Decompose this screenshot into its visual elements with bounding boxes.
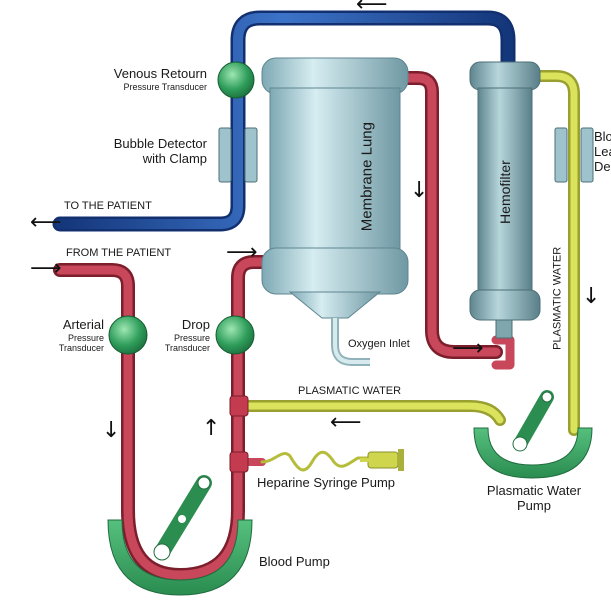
drop-pressure-transducer-icon bbox=[215, 315, 255, 355]
venous-pressure-transducer-icon bbox=[217, 61, 255, 99]
venous-line bbox=[52, 10, 516, 232]
bubble-detector-clamp bbox=[244, 127, 258, 183]
connector-block bbox=[229, 395, 249, 417]
arterial-line bbox=[53, 71, 515, 582]
bubble-detector bbox=[218, 127, 232, 183]
heparine-connector bbox=[229, 451, 249, 473]
blood-leak-detector bbox=[554, 127, 568, 183]
blood-leak-line2: Lea bbox=[594, 143, 611, 159]
membrane-lung bbox=[261, 57, 409, 366]
bubble-detector-title: Bubble Detector bbox=[113, 136, 207, 151]
heparine-syringe-icon bbox=[360, 449, 404, 471]
blood-leak-label: Blo Lea De bbox=[594, 129, 611, 175]
arrow-right-icon: ⟶ bbox=[452, 336, 484, 361]
blood-leak-detector-clamp bbox=[580, 127, 594, 183]
drop-title: Drop bbox=[181, 317, 210, 332]
arrow-left-icon: ⟵ bbox=[330, 410, 362, 435]
arrow-left-icon: ⟵ bbox=[30, 210, 62, 235]
to-patient-label: TO THE PATIENT bbox=[64, 200, 152, 212]
oxygen-inlet-label: Oxygen Inlet bbox=[348, 338, 410, 350]
arterial-pressure-label: Pressure bbox=[67, 332, 104, 343]
plasmatic-water-pump-label: Plasmatic Water Pump bbox=[472, 483, 596, 514]
membrane-lung-label: Membrane Lung bbox=[358, 122, 376, 232]
blood-leak-line3: De bbox=[594, 158, 611, 174]
bubble-detector-label: Bubble Detector with Clamp bbox=[113, 136, 207, 167]
venous-label: Venous Retourn Pressure Transducer bbox=[113, 66, 207, 92]
arrow-up-icon: ↑ bbox=[202, 416, 221, 441]
blood-pump-icon bbox=[107, 475, 253, 596]
plasmatic-water-line bbox=[242, 70, 580, 472]
hemofilter-label: Hemofilter bbox=[496, 160, 513, 224]
arrow-right-icon: ⟶ bbox=[226, 240, 258, 265]
arrow-down-icon: ↓ bbox=[102, 418, 121, 443]
arrow-down-icon: ↓ bbox=[582, 284, 601, 309]
arterial-pressure-transducer-icon bbox=[108, 315, 148, 355]
plasmatic-water-pump-line1: Plasmatic Water bbox=[486, 483, 582, 498]
drop-pressure-label: Pressure bbox=[173, 332, 210, 343]
blood-leak-line1: Blo bbox=[594, 129, 611, 144]
bubble-detector-clamp-label: with Clamp bbox=[142, 150, 207, 166]
blood-pump-label: Blood Pump bbox=[259, 554, 330, 569]
drop-transducer-label: Transducer bbox=[164, 343, 210, 354]
plasmatic-water-horizontal-label: PLASMATIC WATER bbox=[298, 385, 402, 397]
drop-label: Drop Pressure Transducer bbox=[164, 317, 210, 354]
arrow-left-icon: ⟵ bbox=[356, 0, 388, 17]
hemofilter bbox=[469, 61, 541, 339]
arrow-right-icon: ⟶ bbox=[30, 256, 62, 281]
from-patient-label: FROM THE PATIENT bbox=[66, 247, 172, 259]
venous-pressure-transducer-label: Pressure Transducer bbox=[123, 81, 207, 92]
arterial-label: Arterial Pressure Transducer bbox=[58, 317, 104, 354]
plasmatic-water-pump-icon bbox=[473, 390, 593, 479]
plasmatic-water-pump-line2: Pump bbox=[517, 497, 551, 513]
venous-retourn-label: Venous Retourn bbox=[113, 66, 207, 81]
arterial-transducer-label: Transducer bbox=[58, 343, 104, 354]
arterial-title: Arterial bbox=[62, 317, 104, 332]
arrow-down-icon: ↓ bbox=[410, 178, 429, 203]
plasmatic-water-vertical-label: PLASMATIC WATER bbox=[551, 246, 564, 350]
heparine-pump-label: Heparine Syringe Pump bbox=[257, 475, 396, 490]
